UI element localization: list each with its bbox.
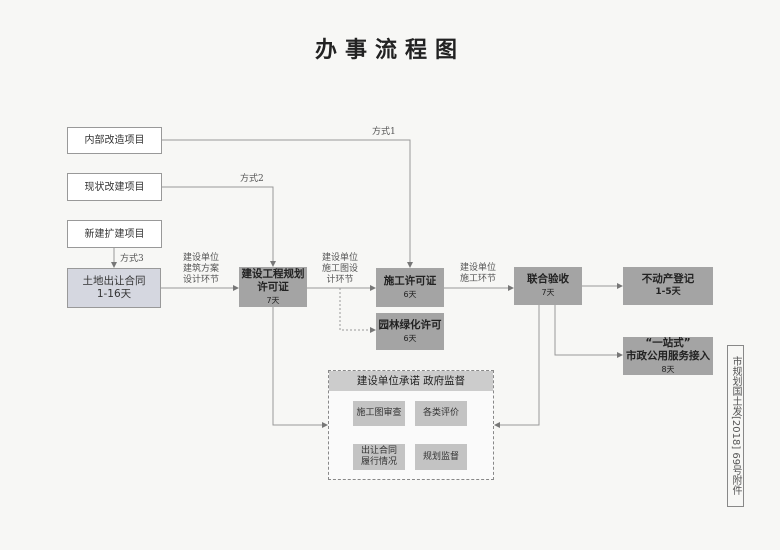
- edge-acceptance-promise: [494, 305, 540, 428]
- mode3-label: 方式3: [120, 254, 144, 264]
- promise-item: 各类评价: [415, 401, 467, 426]
- mode1-label: 方式1: [372, 127, 396, 137]
- promise-item: 施工图审查: [353, 401, 405, 426]
- edge-mode2: [162, 186, 276, 267]
- label-line: 施工图设: [322, 264, 359, 274]
- step-days: 7天: [266, 295, 280, 305]
- step-land-contract: 土地出让合同 1-16天: [67, 268, 161, 308]
- promise-item: 出让合同履行情况: [353, 444, 405, 470]
- step-utility-access: “一站式” 市政公用服务接入 8天: [623, 337, 713, 375]
- step-days: 1-5天: [655, 287, 681, 297]
- label-line: 建设单位: [183, 253, 220, 263]
- label-line: 建设单位: [460, 263, 497, 273]
- label-line: 建设单位: [322, 253, 359, 263]
- step-days: 6天: [403, 289, 417, 299]
- label-line: 建筑方案: [183, 264, 220, 274]
- step-name: 建设工程规划许可证: [241, 267, 305, 293]
- edge-mode1: [162, 139, 413, 268]
- mode2-label: 方式2: [240, 174, 264, 184]
- step-days: 7天: [541, 288, 555, 297]
- step-realestate-registration: 不动产登记 1-5天: [623, 267, 713, 305]
- step-name: 施工许可证: [383, 274, 437, 287]
- step-days: 8天: [661, 364, 675, 374]
- step-joint-acceptance: 联合验收 7天: [514, 267, 582, 305]
- edge-acceptance-utility: [554, 305, 623, 358]
- step-name: 园林绿化许可: [378, 318, 442, 331]
- label-line: 计环节: [326, 275, 354, 285]
- project-label: 内部改造项目: [84, 135, 145, 146]
- project-label: 现状改建项目: [84, 181, 145, 193]
- edge-landscape-dotted: [339, 288, 376, 333]
- step-name: 土地出让合同: [82, 275, 146, 287]
- project-new: 新建扩建项目: [67, 220, 162, 248]
- step-landscape-permit: 园林绿化许可 6天: [376, 313, 444, 350]
- label-line: 设计环节: [183, 275, 220, 285]
- step-name: “一站式”: [645, 336, 691, 349]
- step-name: 不动产登记: [641, 273, 695, 285]
- promise-item: 规划监督: [415, 444, 467, 470]
- edge-label-build: 建设单位 施工环节: [460, 263, 496, 285]
- step-name: 联合验收: [527, 273, 569, 285]
- edge-label-drawing: 建设单位 施工图设 计环节: [322, 253, 358, 286]
- page-title: 办事流程图: [314, 38, 465, 63]
- promise-supervision-panel: 建设单位承诺 政府监督 施工图审查 各类评价 出让合同履行情况 规划监督: [328, 370, 494, 480]
- project-label: 新建扩建项目: [84, 228, 145, 240]
- document-number-stamp: 市规划国土发[2018] 69号附件: [727, 345, 744, 507]
- label-line: 施工环节: [460, 274, 497, 284]
- step-days: 6天: [403, 333, 417, 343]
- edge-planning-promise: [272, 307, 328, 428]
- step-name: 市政公用服务接入: [626, 349, 710, 362]
- step-construction-permit: 施工许可证 6天: [376, 268, 444, 307]
- step-days: 1-16天: [96, 288, 132, 300]
- project-existing: 现状改建项目: [67, 173, 162, 201]
- project-internal: 内部改造项目: [67, 127, 162, 154]
- step-planning-permit: 建设工程规划许可证 7天: [239, 267, 307, 307]
- edge-label-scheme: 建设单位 建筑方案 设计环节: [183, 253, 219, 286]
- promise-title: 建设单位承诺 政府监督: [329, 371, 493, 391]
